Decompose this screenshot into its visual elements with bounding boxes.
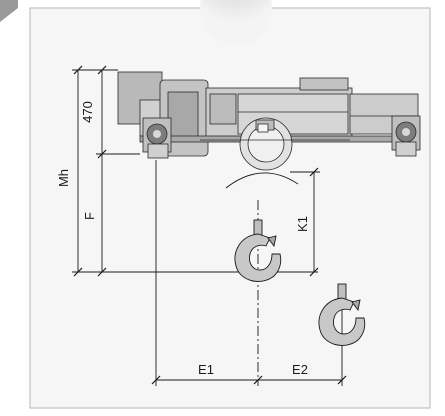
- hook-upper-latch: [267, 235, 277, 248]
- hook-lower-body: [318, 297, 366, 346]
- tick-k1-top: [309, 167, 319, 177]
- label-f: F: [82, 212, 97, 220]
- wheel-right-hub: [402, 128, 410, 136]
- hoist-trolley: [117, 71, 421, 171]
- top-shadow: [200, 0, 272, 46]
- tick-k1-bottom: [309, 267, 319, 277]
- tick-e1-left: [151, 375, 161, 385]
- dimension-ticks: [73, 65, 347, 385]
- hook-approach-arc: [225, 172, 299, 189]
- corner-mark: [0, 0, 18, 22]
- drawing-frame: [29, 7, 431, 409]
- housing-panel-left: [209, 93, 237, 125]
- tick-f-bottom: [97, 267, 107, 277]
- hook-lower: [318, 283, 366, 346]
- label-470: 470: [80, 101, 95, 123]
- nameplate: [257, 123, 269, 133]
- wheel-right-guard: [395, 141, 417, 157]
- hook-upper: [234, 219, 282, 282]
- tick-e2-right: [337, 375, 347, 385]
- wheel-left-guard: [147, 143, 169, 159]
- label-k1: K1: [295, 216, 310, 232]
- tick-470-bottom: [97, 149, 107, 159]
- hook-lower-latch: [351, 299, 361, 312]
- label-mh: Mh: [56, 169, 71, 187]
- tick-470-top: [97, 65, 107, 75]
- tick-mh-top: [73, 65, 83, 75]
- tick-e-mid: [253, 375, 263, 385]
- label-e2: E2: [292, 362, 308, 377]
- label-e1: E1: [198, 362, 214, 377]
- hook-upper-body: [234, 233, 282, 282]
- gearbox-cover: [167, 91, 199, 139]
- wheel-left-hub: [153, 130, 161, 138]
- top-cover: [299, 77, 349, 91]
- tick-mh-bottom: [73, 267, 83, 277]
